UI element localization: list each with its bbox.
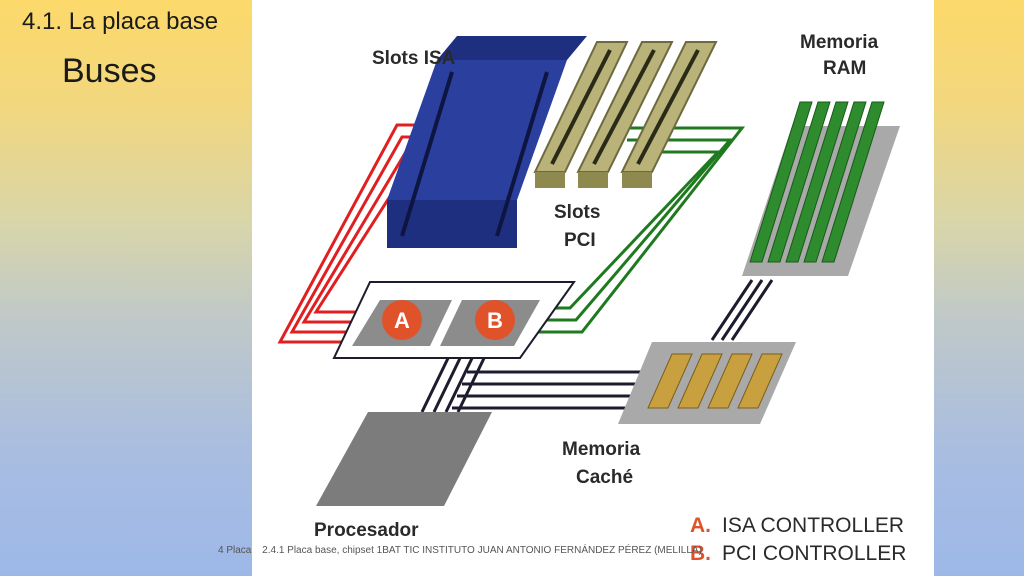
footer-left-text: 4 Placa <box>218 545 252 556</box>
processor-chip <box>316 412 492 506</box>
motherboard-bus-diagram-svg: A B Slots ISA Memoria RAM Slots PCI Memo… <box>277 32 906 565</box>
bus-diagram: A B Slots ISA Memoria RAM Slots PCI Memo… <box>252 0 934 576</box>
cache-memory <box>618 342 796 424</box>
cache-label-line2: Caché <box>576 467 633 488</box>
legend-text-a: ISA CONTROLLER <box>722 514 904 537</box>
ram-label-line2: RAM <box>823 58 866 79</box>
isa-slots <box>387 36 587 248</box>
controller-b-chip: B <box>440 300 540 346</box>
pci-slots <box>533 41 718 188</box>
ram-label-line1: Memoria <box>800 32 879 53</box>
pci-label-line2: PCI <box>564 230 596 251</box>
slide-footer: 4 Placa 2.4.1 Placa base, chipset 1BAT T… <box>218 545 710 556</box>
slide-subtitle: Buses <box>62 52 157 90</box>
ram-modules <box>742 101 900 276</box>
legend-letter-a: A. <box>690 514 711 537</box>
cpu-bus-lines <box>420 279 774 413</box>
legend-letter-b: B. <box>690 542 711 565</box>
controller-b-letter: B <box>487 308 503 333</box>
slide-title: 4.1. La placa base <box>22 8 219 35</box>
isa-slots-label: Slots ISA <box>372 48 456 69</box>
controller-a-chip: A <box>352 300 452 346</box>
processor-label: Procesador <box>314 520 419 541</box>
legend: A. ISA CONTROLLER B. PCI CONTROLLER <box>690 514 906 565</box>
footer-center-text: 2.4.1 Placa base, chipset 1BAT TIC INSTI… <box>262 545 702 556</box>
pci-label-line1: Slots <box>554 202 600 223</box>
legend-text-b: PCI CONTROLLER <box>722 542 906 565</box>
cache-label-line1: Memoria <box>562 439 641 460</box>
controller-a-letter: A <box>394 308 410 333</box>
